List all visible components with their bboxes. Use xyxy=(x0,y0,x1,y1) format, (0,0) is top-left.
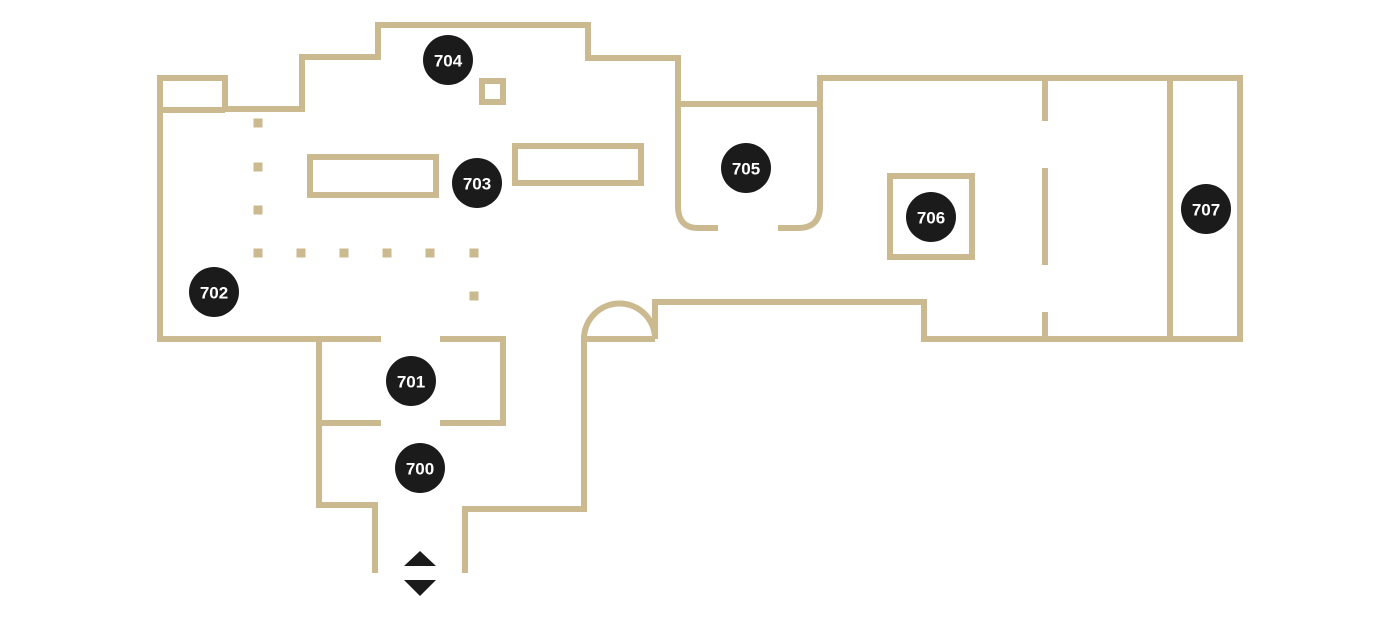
room-marker-circle[interactable] xyxy=(395,443,445,493)
outer-wall-main xyxy=(157,22,1243,573)
room-marker-circle[interactable] xyxy=(386,356,436,406)
room-markers: 700 701 702 703 704 705 706 707 xyxy=(189,35,1231,493)
room-number-label: 704 xyxy=(434,52,463,71)
column-dot xyxy=(469,291,479,301)
room-marker-705[interactable]: 705 xyxy=(721,143,771,193)
room-marker-circle[interactable] xyxy=(1181,184,1231,234)
column-dot xyxy=(253,162,263,172)
room-number-label: 702 xyxy=(200,284,228,303)
column-dot xyxy=(469,248,479,258)
triangle-up-icon[interactable] xyxy=(404,551,436,566)
room-marker-circle[interactable] xyxy=(189,267,239,317)
column-dot xyxy=(382,248,392,258)
pillar-704 xyxy=(479,78,506,105)
room-marker-701[interactable]: 701 xyxy=(386,356,436,406)
room-marker-702[interactable]: 702 xyxy=(189,267,239,317)
column-dot xyxy=(253,248,263,258)
room-marker-circle[interactable] xyxy=(452,158,502,208)
room-marker-706[interactable]: 706 xyxy=(906,192,956,242)
room-marker-circle[interactable] xyxy=(721,143,771,193)
column-dot xyxy=(253,118,263,128)
room-marker-circle[interactable] xyxy=(423,35,473,85)
room-number-label: 705 xyxy=(732,160,760,179)
room-number-label: 707 xyxy=(1192,201,1220,220)
room-number-label: 703 xyxy=(463,175,491,194)
display-case-706 xyxy=(887,173,975,260)
column-dot xyxy=(339,248,349,258)
room-marker-700[interactable]: 700 xyxy=(395,443,445,493)
room-marker-704[interactable]: 704 xyxy=(423,35,473,85)
room-number-label: 706 xyxy=(917,209,945,228)
column-dot xyxy=(296,248,306,258)
column-dot xyxy=(253,205,263,215)
room-marker-707[interactable]: 707 xyxy=(1181,184,1231,234)
room-number-label: 700 xyxy=(406,460,434,479)
room-marker-703[interactable]: 703 xyxy=(452,158,502,208)
room-number-label: 701 xyxy=(397,373,425,392)
room-marker-circle[interactable] xyxy=(906,192,956,242)
column-dots xyxy=(253,118,479,301)
triangle-down-icon[interactable] xyxy=(404,580,436,596)
room-705-walls xyxy=(675,104,823,231)
display-case-east xyxy=(512,143,644,186)
level-navigation[interactable] xyxy=(404,551,436,596)
column-dot xyxy=(425,248,435,258)
floor-plan-walls xyxy=(157,22,1243,573)
display-case-west xyxy=(307,154,439,198)
